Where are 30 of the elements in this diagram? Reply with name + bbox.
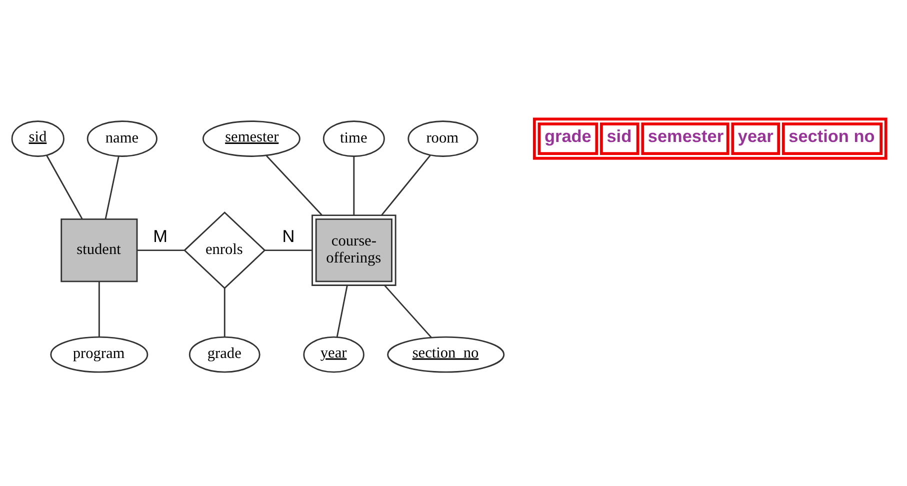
label: semester — [648, 126, 724, 146]
connector — [224, 288, 226, 337]
connector — [266, 155, 322, 216]
node-box: course- offerings — [312, 214, 396, 286]
node-ellipse: room — [408, 120, 478, 157]
connector — [98, 282, 100, 337]
connector — [353, 156, 355, 216]
node-ellipse: program — [50, 336, 148, 373]
connector — [264, 250, 312, 251]
label: sid — [606, 126, 632, 146]
connector — [46, 155, 83, 220]
node-ellipse: year — [303, 336, 364, 373]
node-ellipse: sid — [11, 120, 64, 157]
label: year — [738, 126, 774, 146]
connector — [137, 250, 184, 251]
node-ellipse: section_no — [387, 336, 505, 373]
connector — [336, 285, 348, 338]
node-diamond: enrols — [183, 211, 266, 290]
node-ellipse: grade — [188, 336, 260, 373]
edge-label: N — [282, 226, 295, 246]
node-ellipse: time — [322, 120, 385, 157]
edge-label: M — [153, 226, 168, 246]
label: section no — [788, 126, 875, 146]
node-ellipse: semester — [202, 120, 300, 157]
connector — [104, 156, 120, 219]
connector — [384, 284, 432, 338]
connector — [381, 154, 431, 216]
node-box: student — [60, 218, 138, 282]
label: grade — [544, 126, 592, 146]
node-ellipse: name — [86, 120, 158, 157]
